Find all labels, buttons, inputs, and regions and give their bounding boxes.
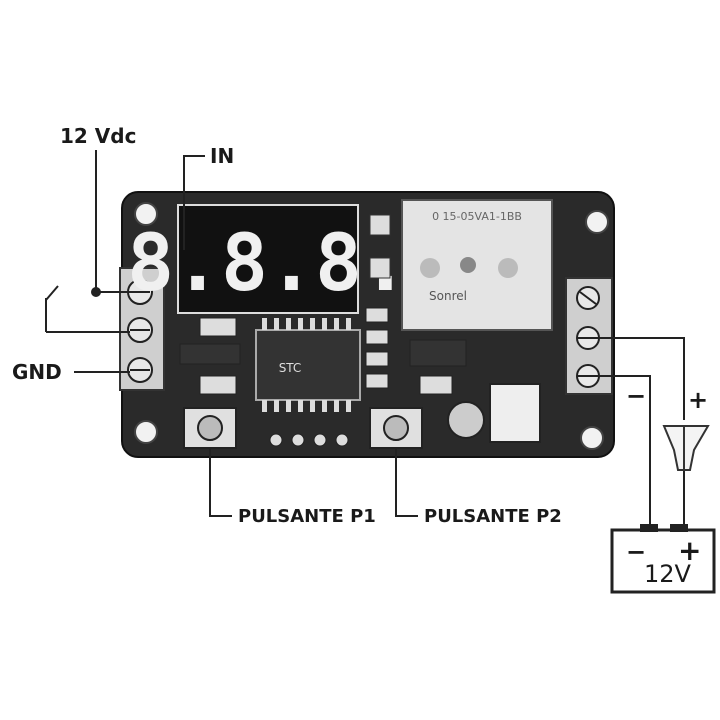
mounting-hole	[580, 426, 604, 450]
button2-label: PULSANTE P2	[424, 506, 562, 527]
lamp-icon	[662, 425, 710, 471]
wires	[45, 150, 685, 530]
relay-icon: 0 15-05VA1-1BB Sonrel	[401, 199, 553, 331]
mounting-hole	[134, 420, 158, 444]
push-button-p1[interactable]	[183, 407, 237, 449]
smd-components	[179, 307, 467, 395]
battery-plus-label: +	[678, 534, 702, 567]
voltage-regulator	[489, 383, 541, 443]
display-digits: 8.8.8.	[127, 219, 409, 309]
mounting-hole	[134, 202, 158, 226]
battery-voltage-label: 12V	[644, 560, 691, 588]
left-terminal-block	[119, 267, 165, 391]
indicator-leds	[369, 214, 391, 279]
right-terminal-block	[565, 277, 613, 395]
seven-segment-display: 8.8.8.	[127, 204, 409, 314]
microcontroller-chip: STC	[255, 318, 361, 412]
negative-polarity-label: −	[626, 382, 647, 410]
ground-label: GND	[12, 360, 62, 384]
positive-polarity-label: +	[688, 386, 709, 414]
capacitor	[447, 401, 485, 439]
input-label: IN	[210, 144, 235, 168]
relay-brand-text: Sonrel	[429, 289, 467, 303]
button1-label: PULSANTE P1	[238, 506, 376, 527]
battery-minus-label: −	[626, 538, 647, 566]
battery-icon	[610, 524, 716, 594]
mounting-hole	[585, 210, 609, 234]
push-button-p2[interactable]	[369, 407, 423, 449]
chip-text: STC	[279, 361, 302, 375]
header-pins	[269, 433, 349, 447]
relay-top-text: 0 15-05VA1-1BB	[432, 210, 522, 223]
switch-icon	[45, 285, 101, 301]
supply-label: 12 Vdc	[60, 124, 137, 148]
